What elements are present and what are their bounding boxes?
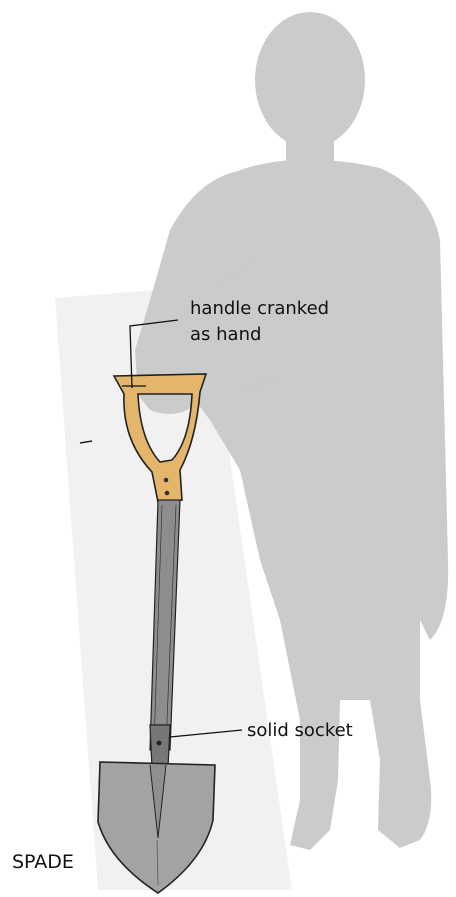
diagram-title: SPADE (12, 851, 74, 873)
handle-annotation-line1: handle cranked (190, 298, 329, 319)
handle-annotation-line2: as hand (190, 324, 261, 345)
socket-annotation: solid socket (247, 720, 353, 741)
